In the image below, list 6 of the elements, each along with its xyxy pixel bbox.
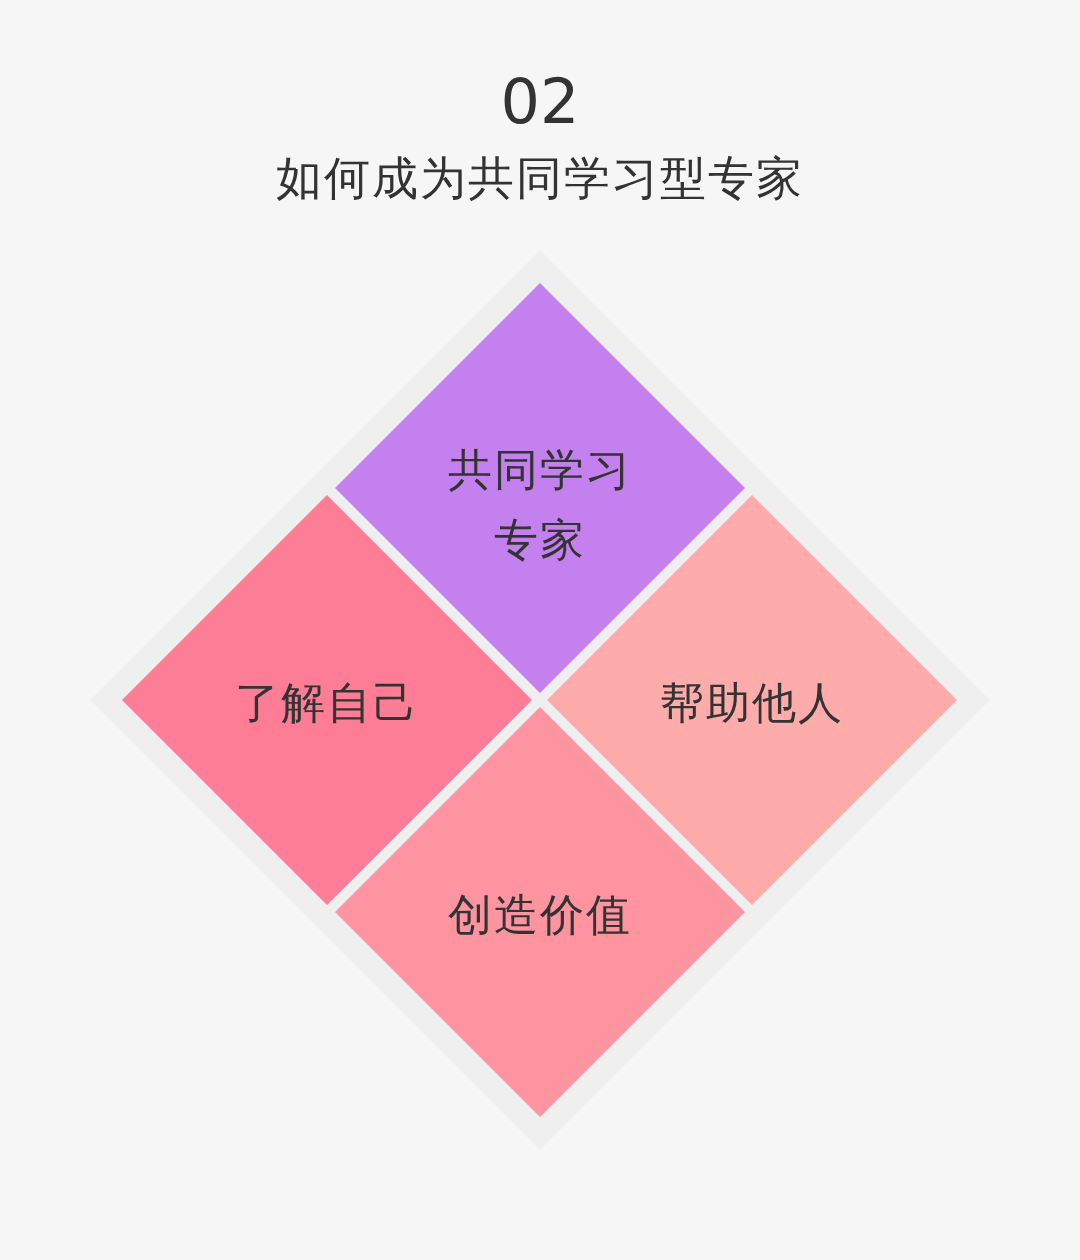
tile-label: 共同学习专家 [447, 443, 633, 567]
tile-label: 创造价值 [447, 888, 633, 942]
title: 如何成为共同学习型专家 [276, 150, 804, 207]
section-number: 02 [500, 64, 580, 140]
tile-label: 了解自己 [234, 676, 420, 730]
tile-label: 帮助他人 [659, 676, 845, 730]
